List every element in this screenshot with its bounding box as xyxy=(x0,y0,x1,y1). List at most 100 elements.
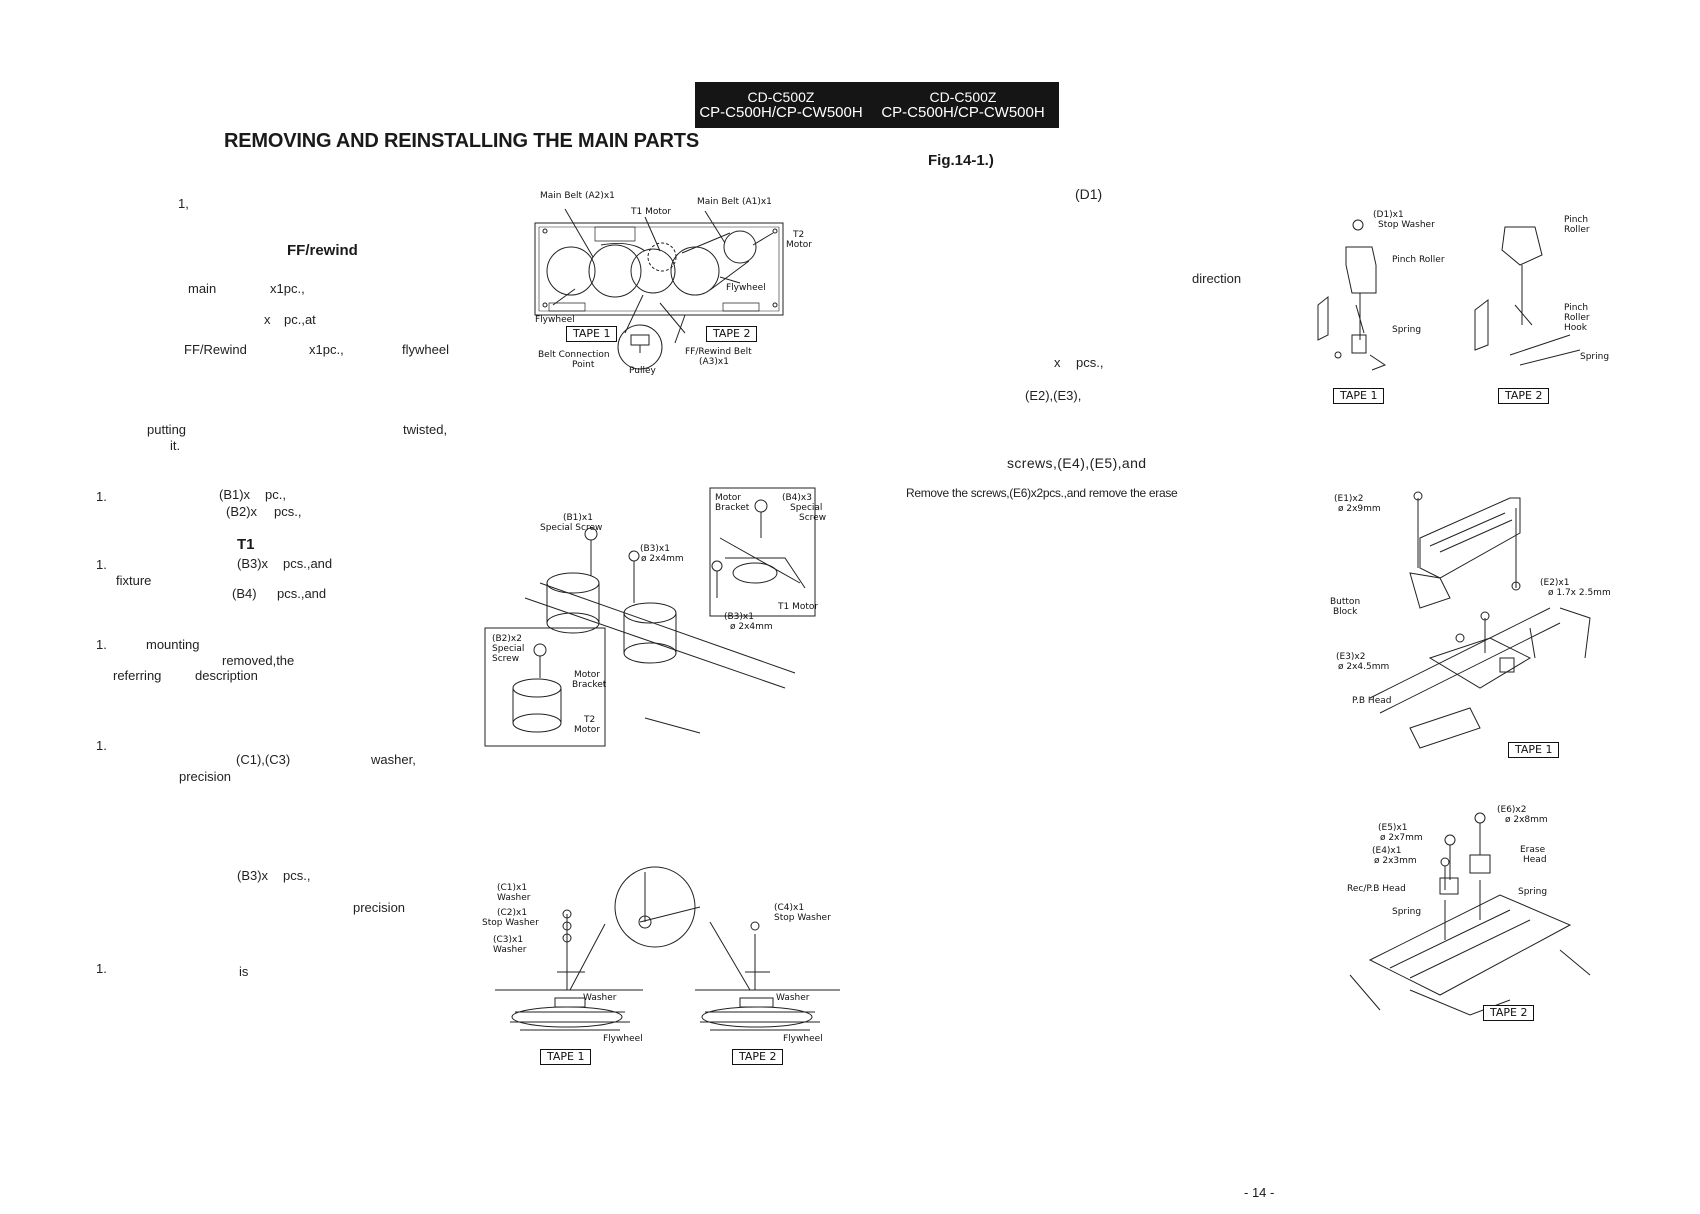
label: Pinch Roller xyxy=(1392,255,1445,265)
figure-motors-drawing xyxy=(485,488,830,750)
label: (E6)x2 xyxy=(1497,805,1527,815)
label: Flywheel xyxy=(535,315,575,325)
label: Motor xyxy=(574,725,601,735)
label: Roller xyxy=(1564,313,1590,323)
label: (D1)x1 xyxy=(1373,210,1404,220)
label: Main Belt (A2)x1 xyxy=(540,191,615,201)
label: Washer xyxy=(583,993,617,1003)
label: Flywheel xyxy=(783,1034,823,1044)
label: Special xyxy=(492,644,525,654)
label: Block xyxy=(1333,607,1358,617)
text-fragment: description xyxy=(195,668,258,683)
label: Bracket xyxy=(572,680,607,690)
label: (C4)x1 xyxy=(774,903,805,913)
text-fragment: flywheel xyxy=(402,342,449,357)
text-fragment: pc.,at xyxy=(284,312,316,327)
text-fragment: 1. xyxy=(96,738,107,753)
label: Hook xyxy=(1564,323,1587,333)
label: (E2)x1 xyxy=(1540,578,1570,588)
text-fragment: (D1) xyxy=(1075,186,1103,202)
text-fragment: precision xyxy=(179,769,232,784)
label: Washer xyxy=(776,993,810,1003)
label: T2 xyxy=(793,230,805,240)
text-fragment: FF/rewind xyxy=(287,242,358,259)
label: Flywheel xyxy=(726,283,766,293)
label: (B3)x1 xyxy=(724,612,754,622)
label: ø 2x4mm xyxy=(641,554,684,564)
text-fragment: FF/Rewind xyxy=(184,342,247,357)
label: (E4)x1 xyxy=(1372,846,1402,856)
text-fragment: x xyxy=(1054,355,1061,370)
label: Screw xyxy=(799,513,827,523)
label: T2 xyxy=(584,715,596,725)
figure-pinch-roller-drawing xyxy=(1310,205,1620,375)
label: Pulley xyxy=(629,366,656,376)
text-fragment: Remove the screws,(E6)x2pcs.,and remove … xyxy=(906,486,1178,500)
label: Washer xyxy=(497,893,531,903)
label: FF/Rewind Belt xyxy=(685,347,752,357)
label: (C3)x1 xyxy=(493,935,524,945)
text-fragment: (C1),(C3) xyxy=(236,752,291,767)
label: ø 2x3mm xyxy=(1374,856,1417,866)
text-fragment: (E2),(E3), xyxy=(1025,388,1082,403)
tape-2-label: TAPE 2 xyxy=(1483,1005,1535,1021)
text-fragment: x1pc., xyxy=(270,281,305,296)
header-model-left: CD-C500Z CP-C500H/CP-CW500H xyxy=(695,82,867,128)
text-fragment: washer, xyxy=(371,752,416,767)
label: (E5)x1 xyxy=(1378,823,1408,833)
label: ø 1.7x 2.5mm xyxy=(1548,588,1611,598)
label: (B2)x2 xyxy=(492,634,522,644)
label: (E3)x2 xyxy=(1336,652,1366,662)
figure-erase-head-drawing xyxy=(1350,800,1600,1030)
label: (E1)x2 xyxy=(1334,494,1364,504)
label: T1 Motor xyxy=(778,602,819,612)
label: Screw xyxy=(492,654,520,664)
label: Motor xyxy=(715,493,742,503)
text-fragment: (B1)x xyxy=(219,487,251,502)
label: (B1)x1 xyxy=(563,513,593,523)
text-fragment: 1. xyxy=(96,489,107,504)
text-fragment: main xyxy=(188,281,217,296)
text-fragment: it. xyxy=(170,438,181,453)
page-number: - 14 - xyxy=(1244,1185,1275,1200)
label: Spring xyxy=(1580,352,1610,362)
tape-1-label: TAPE 1 xyxy=(1333,388,1385,404)
text-fragment: x xyxy=(264,312,271,327)
text-fragment: is xyxy=(239,964,249,979)
label: Bracket xyxy=(715,503,750,513)
text-fragment: fixture xyxy=(116,573,152,588)
header-model-left-line1: CD-C500Z xyxy=(747,89,815,105)
tape-2-label: TAPE 2 xyxy=(706,326,758,342)
label: Washer xyxy=(493,945,527,955)
text-fragment: 1, xyxy=(178,196,189,211)
text-fragment: screws,(E4),(E5),and xyxy=(1007,455,1147,471)
text-fragment: pcs., xyxy=(1076,355,1104,370)
text-fragment: precision xyxy=(353,900,406,915)
label: ø 2x8mm xyxy=(1505,815,1548,825)
tape-2-label: TAPE 2 xyxy=(1498,388,1550,404)
label: Special Screw xyxy=(540,523,603,533)
label: Stop Washer xyxy=(1378,220,1435,230)
tape-1-label: TAPE 1 xyxy=(1508,742,1560,758)
tape-1-label: TAPE 1 xyxy=(566,326,618,342)
page-title: REMOVING AND REINSTALLING THE MAIN PARTS xyxy=(224,130,699,152)
label: Spring xyxy=(1392,325,1422,335)
text-fragment: mounting xyxy=(146,637,200,652)
label: Main Belt (A1)x1 xyxy=(697,197,772,207)
tape-2-label: TAPE 2 xyxy=(732,1049,784,1065)
label: Erase xyxy=(1520,845,1546,855)
label: Button xyxy=(1330,597,1361,607)
label: (C1)x1 xyxy=(497,883,528,893)
figure-main-belts-drawing xyxy=(535,205,785,375)
text-fragment: (B3)x xyxy=(237,556,269,571)
text-fragment: pc., xyxy=(265,487,286,502)
figure-reference: Fig.14-1.) xyxy=(928,152,994,169)
label: ø 2x4.5mm xyxy=(1338,662,1390,672)
label: Roller xyxy=(1564,225,1590,235)
text-fragment: (B2)x xyxy=(226,504,258,519)
label: ø 2x7mm xyxy=(1380,833,1423,843)
text-fragment: twisted, xyxy=(403,422,448,437)
text-fragment: pcs.,and xyxy=(277,586,327,601)
label: T1 Motor xyxy=(631,207,672,217)
text-fragment: pcs.,and xyxy=(283,556,333,571)
